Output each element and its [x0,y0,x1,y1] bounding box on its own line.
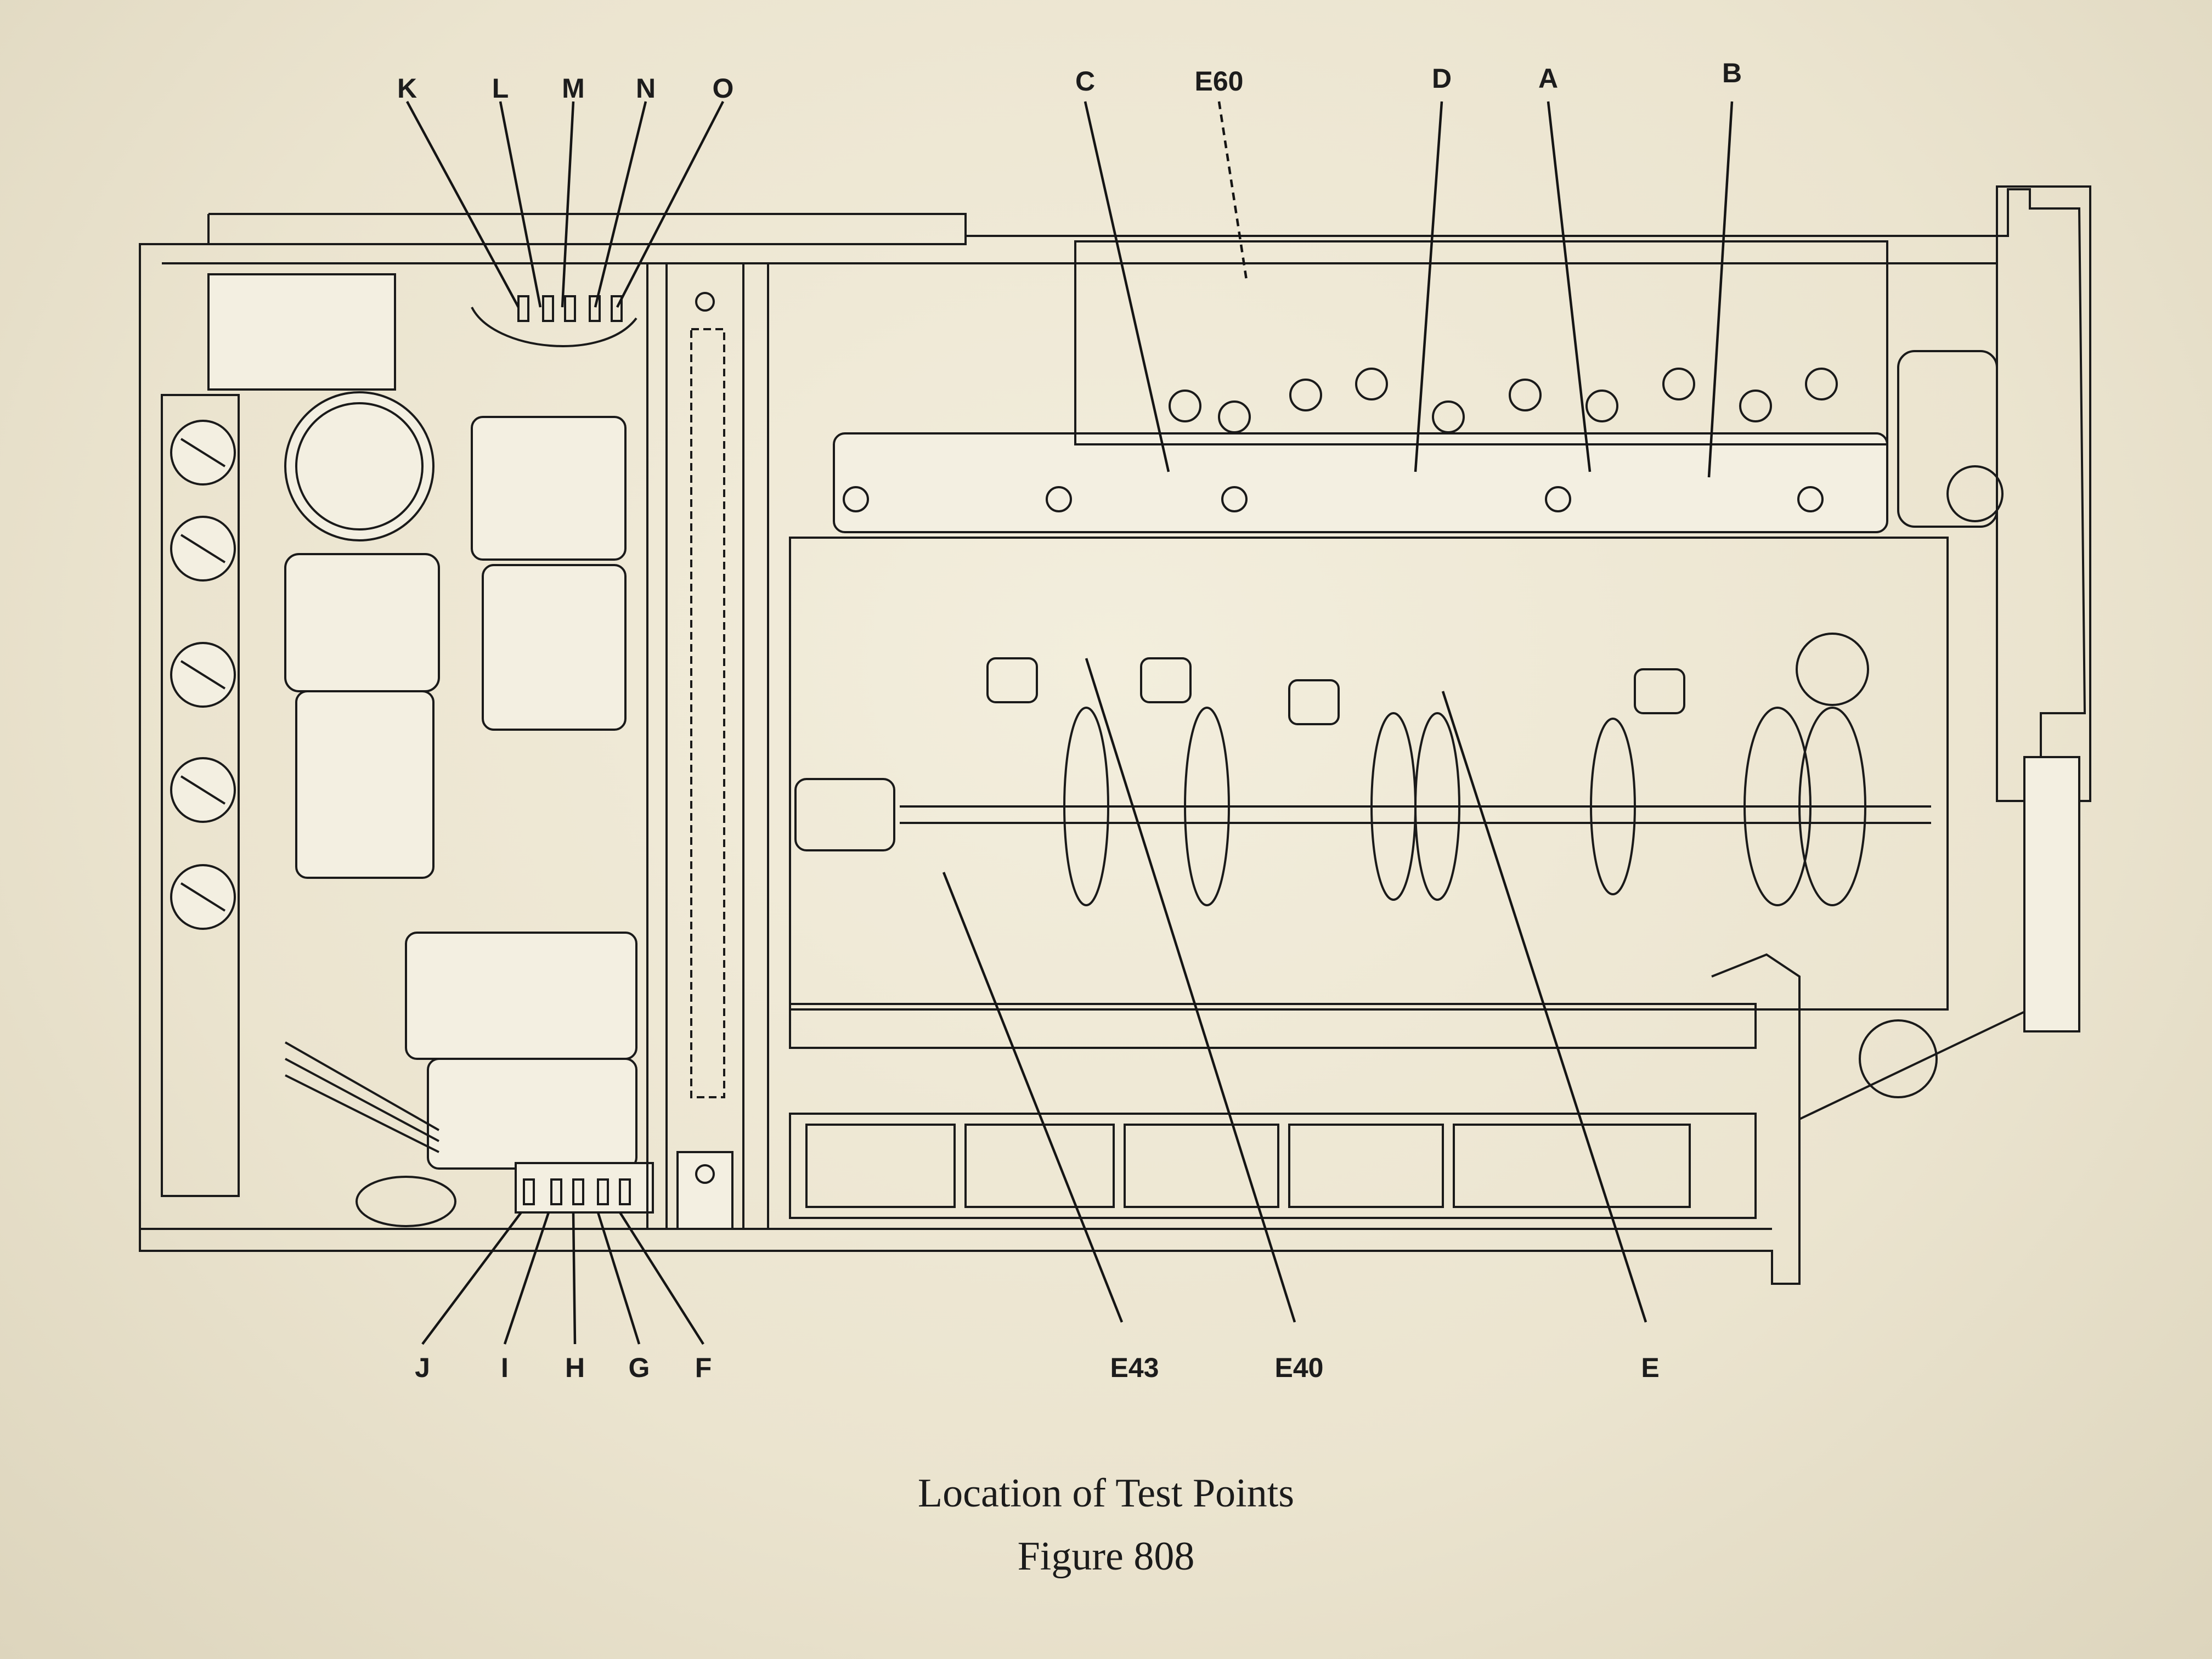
callout-n: N [636,73,656,104]
callout-e: E [1641,1352,1659,1383]
leader-o [616,100,725,308]
leader-h [572,1212,577,1345]
leader-k [406,100,520,308]
tuning-section [789,537,1949,1284]
leader-m [561,101,575,308]
test-jacks-upper [517,295,623,322]
leader-b [1707,101,1734,478]
leader-g [596,1212,641,1345]
board-mounting-holes [843,486,1824,512]
leader-l [499,101,542,308]
callout-k: K [397,73,417,104]
callout-l: L [492,73,509,104]
leader-lines [406,100,1734,1345]
screw-terminals [170,420,236,930]
callout-f: F [695,1352,712,1383]
figure-number: Figure 808 [1017,1534,1195,1579]
test-jacks-lower [523,1178,631,1205]
leader-f [619,1211,704,1345]
callout-i: I [501,1352,509,1383]
callout-a: A [1538,63,1558,94]
callout-g: G [629,1352,650,1383]
upper-circuit-board [833,240,2004,533]
leader-e43 [942,872,1124,1323]
leader-e [1441,691,1647,1323]
callout-j: J [415,1352,430,1383]
callout-e43: E43 [1110,1352,1159,1383]
callout-c: C [1075,66,1095,97]
bottom-callouts: J I H G F E43 E40 E [415,1352,1660,1383]
callout-h: H [565,1352,585,1383]
leader-j [421,1211,522,1345]
top-callouts: K L M N O C E60 D A B [397,58,1742,104]
leader-d [1414,101,1443,472]
callout-m: M [562,73,585,104]
leader-a [1547,101,1592,472]
left-component-section [161,273,654,1227]
callout-b: B [1722,58,1742,88]
wafer-switches [1063,707,1866,906]
leader-n [594,101,647,308]
callout-e60: E60 [1195,66,1244,97]
gear-train [646,262,769,1230]
callout-d: D [1432,63,1452,94]
leader-e60 [1217,101,1248,280]
leader-c [1084,101,1170,472]
tuning-capacitor-plates [805,1124,1691,1208]
figure-caption-title: Location of Test Points [917,1471,1295,1516]
leader-i [503,1212,550,1345]
leader-e40 [1085,658,1296,1323]
tube-sockets [1169,368,1838,433]
coil-forms [794,633,1869,851]
callout-o: O [713,73,734,104]
callout-e40: E40 [1275,1352,1324,1383]
